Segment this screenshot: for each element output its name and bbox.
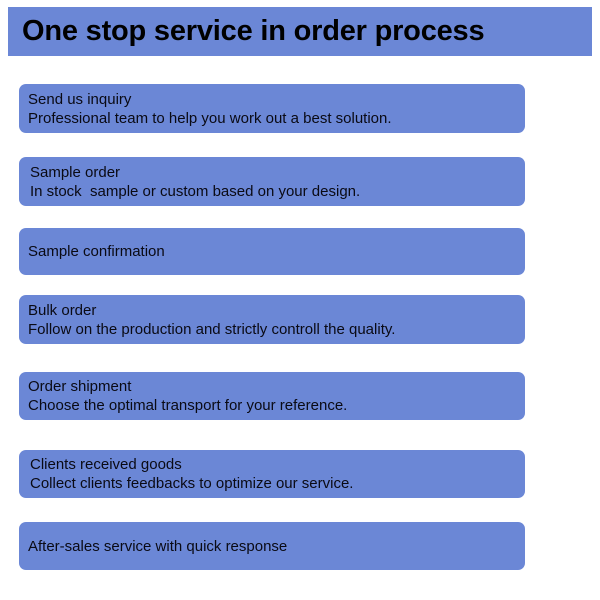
process-step-item[interactable]: Sample confirmation bbox=[19, 228, 525, 275]
process-step-item[interactable]: After-sales service with quick response bbox=[19, 522, 525, 570]
step-title: After-sales service with quick response bbox=[28, 537, 288, 555]
step-title: Sample confirmation bbox=[28, 243, 165, 260]
page-title: One stop service in order process bbox=[22, 15, 485, 47]
step-description: Choose the optimal transport for your re… bbox=[28, 397, 348, 414]
step-description: Professional team to help you work out a… bbox=[28, 109, 392, 127]
process-step-item[interactable]: Sample order In stock sample or custom b… bbox=[19, 157, 525, 206]
header-banner: One stop service in order process bbox=[8, 7, 592, 56]
step-title: Order shipment bbox=[28, 378, 132, 395]
step-title: Bulk order bbox=[28, 301, 97, 319]
step-title: Clients received goods bbox=[30, 456, 182, 473]
process-step-item[interactable]: Clients received goods Collect clients f… bbox=[19, 450, 525, 498]
step-description: Follow on the production and strictly co… bbox=[28, 320, 396, 338]
step-description: Collect clients feedbacks to optimize ou… bbox=[30, 475, 354, 492]
step-title: Send us inquiry bbox=[28, 90, 132, 108]
step-description: In stock sample or custom based on your … bbox=[30, 182, 361, 200]
process-step-item[interactable]: Bulk order Follow on the production and … bbox=[19, 295, 525, 344]
process-step-item[interactable]: Send us inquiry Professional team to hel… bbox=[19, 84, 525, 133]
step-title: Sample order bbox=[30, 163, 121, 181]
process-step-item[interactable]: Order shipment Choose the optimal transp… bbox=[19, 372, 525, 420]
